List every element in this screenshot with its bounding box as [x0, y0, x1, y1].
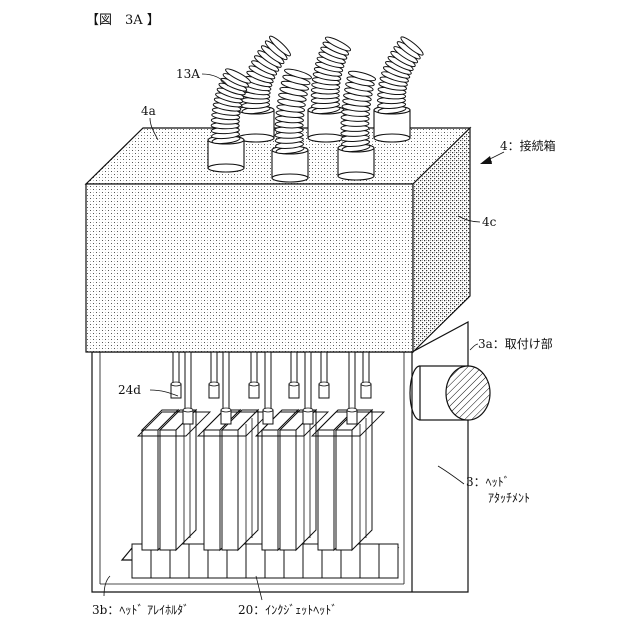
- inkjet-head-side: [352, 410, 372, 550]
- inkjet-head-front: [222, 430, 238, 550]
- hose-socket-base: [374, 134, 410, 142]
- tube: [173, 352, 179, 384]
- label-connection-box: 4：接続箱: [500, 138, 556, 153]
- hose-socket-base: [208, 164, 244, 172]
- inkjet-head-front: [160, 430, 176, 550]
- tube: [223, 352, 229, 410]
- tube-fitting-rim: [319, 382, 329, 386]
- holder-block: [379, 544, 398, 578]
- holder-block: [360, 544, 379, 578]
- tube-fitting-rim: [249, 382, 259, 386]
- label-head-array-holder: 3b：ﾍｯﾄﾞ ｱﾚｲﾎﾙﾀﾞ: [92, 603, 189, 617]
- label-head-attachment-1: 3：ﾍｯﾄﾞ: [466, 475, 510, 489]
- tube-fitting-rim: [289, 382, 299, 386]
- hose: [272, 67, 312, 182]
- tube-fitting-rim: [171, 382, 181, 386]
- inkjet-head-front: [142, 430, 158, 550]
- inkjet-head-side: [176, 410, 196, 550]
- tube: [363, 352, 369, 384]
- label-hose: 13A: [176, 67, 200, 81]
- tube: [291, 352, 297, 384]
- hose-socket-base: [272, 174, 308, 182]
- tube-fitting-rim: [183, 408, 193, 412]
- box-front-face: [86, 184, 413, 352]
- inkjet-head-front: [336, 430, 352, 550]
- tube: [185, 352, 191, 410]
- tube-fitting-rim: [221, 408, 231, 412]
- label-head-attachment-2: ｱﾀｯﾁﾒﾝﾄ: [488, 491, 530, 505]
- tube-fitting-rim: [361, 382, 371, 386]
- inkjet-head-side: [296, 410, 316, 550]
- hose: [338, 69, 376, 180]
- inkjet-head-front: [262, 430, 278, 550]
- label-side-face: 4c: [482, 215, 497, 229]
- label-top-face: 4a: [141, 104, 156, 118]
- inkjet-head-front: [280, 430, 296, 550]
- inkjet-head-front: [318, 430, 334, 550]
- figure-title: 【図 3A 】: [86, 13, 160, 28]
- label-tube: 24d: [118, 383, 141, 397]
- tube-fitting-rim: [303, 408, 313, 412]
- tube-fitting-rim: [263, 408, 273, 412]
- tube: [321, 352, 327, 384]
- hose-socket-base: [338, 172, 374, 180]
- inkjet-head-front: [204, 430, 220, 550]
- inkjet-head: [280, 410, 316, 550]
- tube: [265, 352, 271, 410]
- tube-fitting-rim: [347, 408, 357, 412]
- mounting-part: [410, 366, 490, 420]
- tube: [349, 352, 355, 410]
- tube: [251, 352, 257, 384]
- label-mounting-part: 3a：取付け部: [478, 336, 553, 351]
- tube: [305, 352, 311, 410]
- label-inkjet-head: 20：ｲﾝｸｼﾞｪｯﾄﾍｯﾄﾞ: [238, 603, 337, 617]
- hose-socket-base: [308, 134, 344, 142]
- inkjet-head: [222, 410, 258, 550]
- inkjet-head: [336, 410, 372, 550]
- tube: [211, 352, 217, 384]
- tube-fitting-rim: [209, 382, 219, 386]
- inkjet-head-side: [238, 410, 258, 550]
- hose: [374, 35, 425, 142]
